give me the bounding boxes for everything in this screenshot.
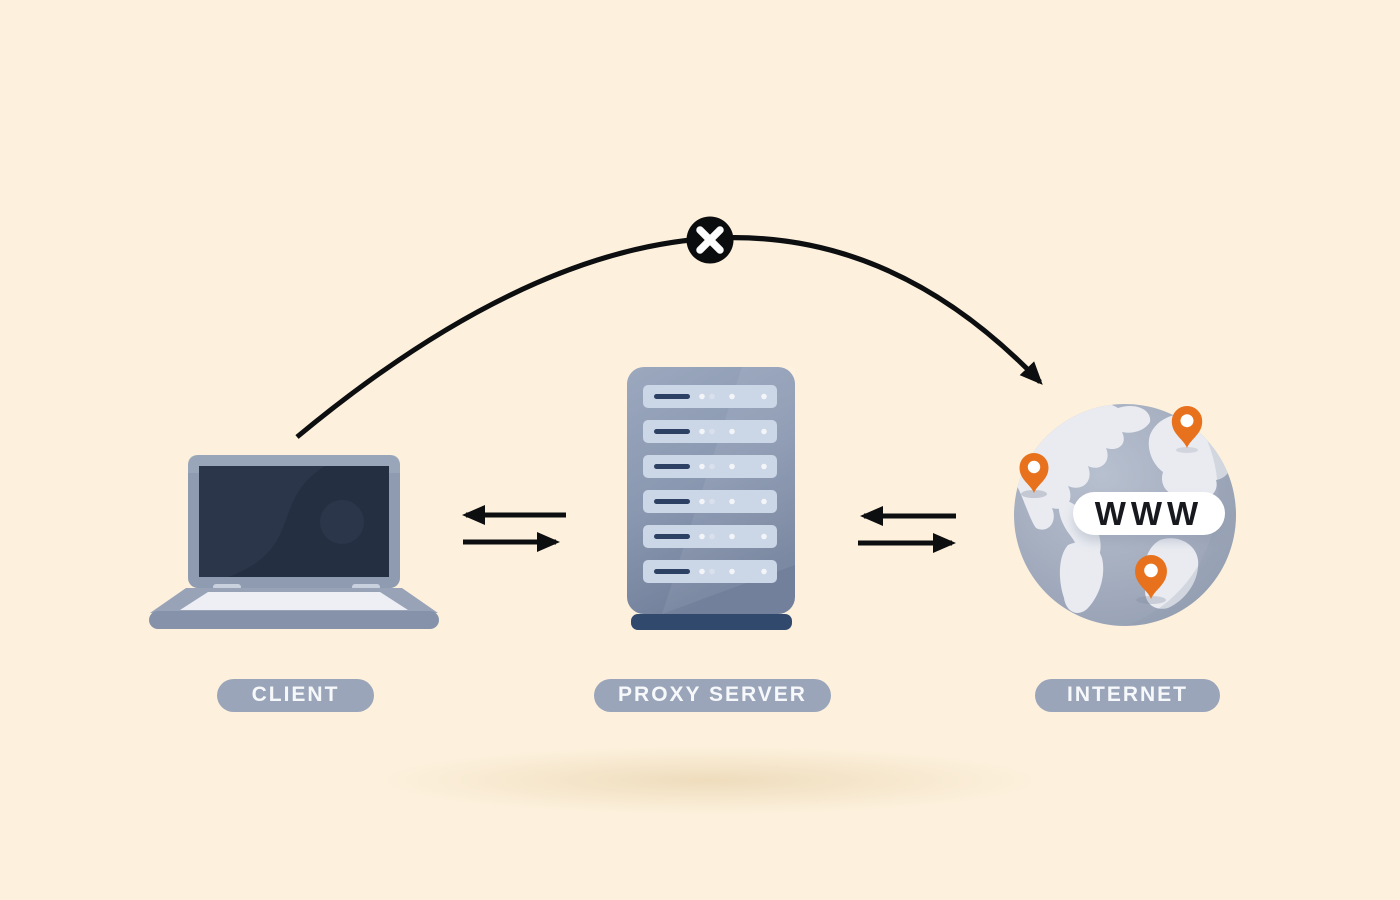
pin-shadow	[1021, 490, 1047, 498]
server-slat	[643, 455, 777, 478]
server-pedestal	[631, 614, 792, 630]
proxy-server-label: PROXY SERVER	[618, 682, 807, 706]
laptop-icon	[149, 455, 439, 629]
x-circle-icon	[686, 216, 734, 264]
internet-label-pill: INTERNET	[1035, 679, 1220, 712]
www-badge-bg	[1073, 492, 1225, 535]
server-slat	[643, 560, 777, 583]
server-slat	[643, 490, 777, 513]
client-label: CLIENT	[251, 682, 340, 706]
www-badge-text: WWW	[1095, 495, 1203, 532]
laptop-keyboard	[180, 592, 408, 610]
client-label-pill: CLIENT	[217, 679, 374, 712]
www-badge: WWW	[1073, 492, 1225, 542]
internet-label: INTERNET	[1067, 682, 1188, 706]
laptop-base	[149, 611, 439, 629]
proxy-internet-arrows	[858, 506, 956, 553]
pin-shadow	[1176, 447, 1198, 453]
server-slat	[643, 385, 777, 408]
client-proxy-arrows	[462, 505, 566, 552]
pin-shadow	[1136, 596, 1166, 604]
proxy-server-label-pill: PROXY SERVER	[594, 679, 831, 712]
server-rack-icon	[627, 367, 795, 630]
laptop-screen-art	[199, 466, 364, 577]
globe-icon: WWW	[1014, 404, 1236, 626]
server-slat	[643, 525, 777, 548]
server-slat	[643, 420, 777, 443]
